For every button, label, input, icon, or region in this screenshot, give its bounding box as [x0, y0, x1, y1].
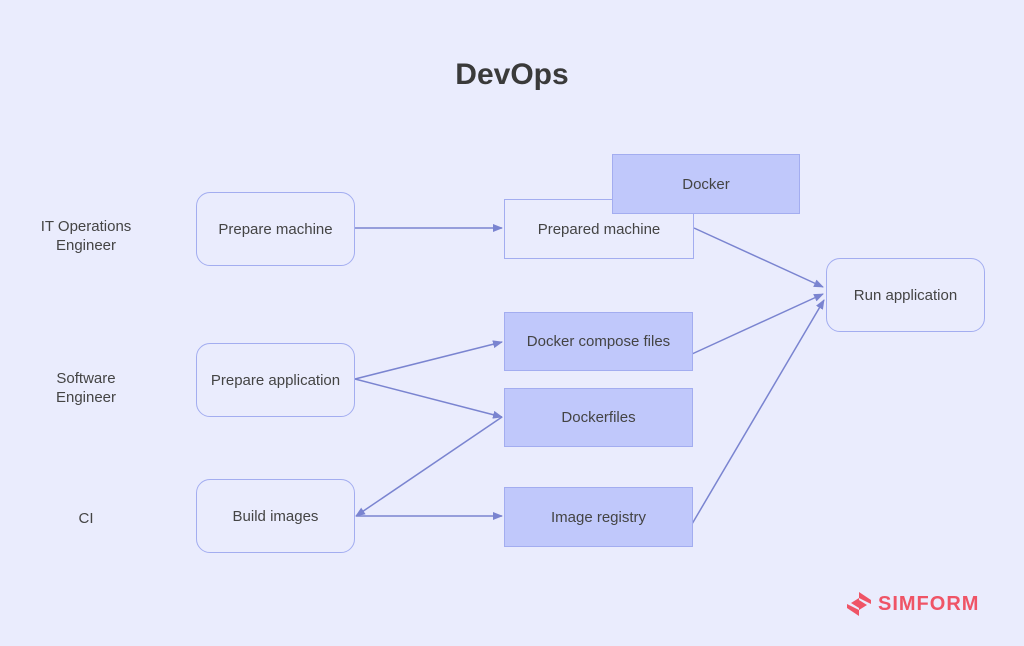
- node-label: Docker compose files: [526, 333, 671, 350]
- role-label: Software: [56, 370, 116, 387]
- edge-prepare-application-to-compose: [354, 340, 503, 380]
- edge-registry-to-run: [691, 299, 825, 525]
- simform-logo-text: SIMFORM: [878, 592, 980, 615]
- node-build-images: Build images: [196, 479, 355, 553]
- node-image-registry: Image registry: [504, 487, 693, 547]
- edge-compose-to-run: [691, 293, 824, 355]
- diagram-title: DevOps: [455, 58, 569, 91]
- edge-prepared-machine-to-run: [693, 227, 824, 288]
- node-prepare-machine: Prepare machine: [196, 192, 355, 266]
- simform-logo: SIMFORM: [846, 591, 979, 617]
- role-ci: CI: [26, 509, 146, 528]
- node-label: Build images: [232, 507, 319, 525]
- node-docker-compose-files: Docker compose files: [504, 312, 693, 371]
- node-label: Prepared machine: [537, 220, 661, 238]
- node-docker: Docker: [612, 154, 800, 214]
- role-label: Engineer: [55, 389, 117, 406]
- simform-logo-icon: [847, 592, 871, 616]
- node-label: Dockerfiles: [561, 409, 636, 426]
- node-label: Prepare application: [210, 371, 341, 389]
- edge-prepare-application-to-dockerfiles: [354, 378, 503, 419]
- role-label: CI: [78, 510, 94, 527]
- node-label: Image registry: [550, 508, 647, 526]
- node-prepare-application: Prepare application: [196, 343, 355, 417]
- node-label: Prepare machine: [218, 220, 333, 238]
- role-it-operations-engineer: IT Operations Engineer: [26, 217, 146, 255]
- role-software-engineer: Software Engineer: [26, 369, 146, 407]
- node-run-application: Run application: [826, 258, 985, 332]
- edge-dockerfiles-to-build-images: [355, 416, 503, 517]
- role-label: IT Operations: [40, 218, 132, 235]
- node-label: Run application: [853, 286, 958, 304]
- node-dockerfiles: Dockerfiles: [504, 388, 693, 447]
- role-label: Engineer: [55, 237, 117, 254]
- node-label: Docker: [682, 175, 730, 193]
